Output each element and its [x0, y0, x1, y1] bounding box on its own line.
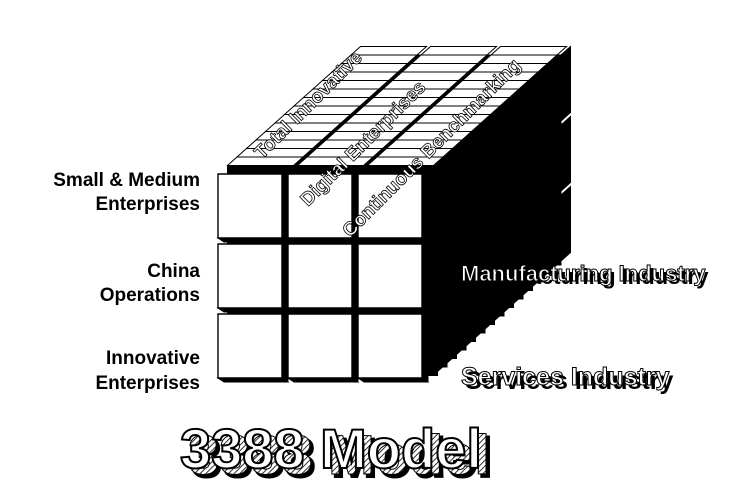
slice-side-face [495, 106, 505, 181]
row-label-innovative-enterprises: Innovative Enterprises [95, 348, 200, 394]
cube-shadow [282, 241, 288, 311]
side-label-manufacturing: Manufacturing Industry Manufacturing Ind… [461, 261, 709, 289]
slice-side-face [438, 297, 448, 372]
cube-face [218, 244, 282, 308]
slice-top-face [421, 47, 497, 56]
cube-face [358, 244, 422, 308]
row-label-line: Enterprises [95, 194, 200, 215]
slice-side-face [561, 187, 571, 262]
slice-side-face [447, 219, 457, 294]
slice-top-face [482, 55, 558, 64]
slice-side-face [447, 149, 457, 224]
slice-side-face [438, 227, 448, 302]
front-cube-grid [218, 171, 428, 382]
side-label-text: Services Industry [461, 363, 670, 391]
front-cube [218, 311, 288, 382]
slice-side-face [552, 55, 562, 130]
cube-face [288, 314, 352, 378]
slice-side-face [457, 280, 467, 355]
cube-face [218, 174, 282, 238]
cube-face [218, 314, 282, 378]
side-label-text: Manufacturing Industry [461, 261, 706, 286]
front-cube [288, 311, 358, 382]
row-label-small-medium: Small & Medium Enterprises [53, 170, 200, 215]
cube-shadow [282, 311, 288, 381]
cube-face [358, 314, 422, 378]
row-label-line: Operations [100, 285, 200, 306]
cube-shadow [422, 311, 428, 381]
front-cube [288, 241, 358, 312]
slice-side-face [514, 89, 524, 164]
row-label-line: China [147, 261, 200, 282]
model-title: 3388 Model 3388 Model 3388 Model [180, 417, 493, 489]
slice-side-face [523, 151, 533, 226]
slice-side-face [504, 168, 514, 243]
slice-side-face [561, 47, 571, 122]
slice-side-face [504, 98, 514, 173]
slice-side-face [552, 125, 562, 200]
front-cube [358, 311, 428, 382]
slice-top-face [351, 47, 427, 56]
slice-side-face [533, 142, 543, 217]
slice-side-face [485, 185, 495, 260]
cube-shadow [422, 171, 428, 241]
front-cube [218, 171, 288, 242]
cube-shadow [352, 241, 358, 311]
row-label-line: Enterprises [95, 373, 200, 394]
slice-side-face [514, 159, 524, 234]
slice-top-face [412, 55, 488, 64]
slice-side-face [485, 115, 495, 190]
slice-side-face [552, 195, 562, 270]
slice-side-face [533, 72, 543, 147]
slice-side-face [457, 140, 467, 215]
slice-side-face [466, 132, 476, 207]
slice-side-face [542, 64, 552, 139]
slice-top-face [402, 64, 478, 73]
slice-side-face [495, 176, 505, 251]
side-label-services: Services Industry Services Industry [461, 363, 674, 395]
row-label-line: Innovative [106, 348, 200, 369]
cube-shadow [352, 311, 358, 381]
front-cube [358, 241, 428, 312]
front-cube [218, 241, 288, 312]
slice-side-face [447, 289, 457, 364]
slice-side-face [561, 117, 571, 192]
slice-top-face [393, 72, 469, 81]
row-label-china-operations: China Operations [100, 261, 201, 306]
slice-side-face [438, 157, 448, 232]
cube-shadow [282, 171, 288, 241]
title-face: 3388 Model [180, 417, 482, 480]
row-label-line: Small & Medium [53, 170, 200, 191]
slice-side-face [476, 193, 486, 268]
slice-side-face [476, 123, 486, 198]
slice-top-face [491, 47, 567, 56]
slice-side-face [523, 81, 533, 156]
cube-shadow [422, 241, 428, 311]
slice-side-face [542, 134, 552, 209]
cube-face [288, 244, 352, 308]
